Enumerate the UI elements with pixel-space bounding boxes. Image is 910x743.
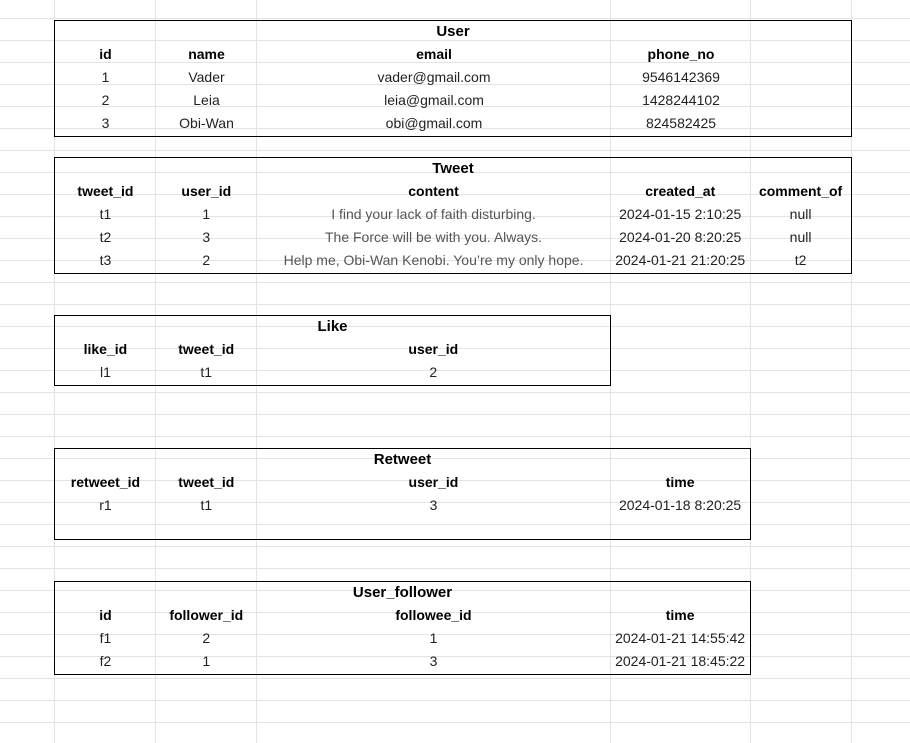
table-row: r1 t1 3 2024-01-18 8:20:25	[55, 494, 750, 517]
like-table: Like like_id tweet_id user_id l1 t1 2	[54, 315, 611, 386]
table-row: t2 3 The Force will be with you. Always.…	[55, 226, 851, 249]
cell[interactable]: 2024-01-15 2:10:25	[619, 206, 742, 222]
column-header[interactable]: tweet_id	[178, 341, 235, 357]
cell[interactable]: 2	[101, 92, 110, 108]
column-header[interactable]: id	[99, 46, 112, 62]
table-title[interactable]: Tweet	[432, 160, 474, 177]
cell[interactable]: Vader	[188, 69, 225, 85]
cell[interactable]: 9546142369	[642, 69, 720, 85]
cell[interactable]: 1	[429, 630, 438, 646]
cell[interactable]: 2024-01-21 14:55:42	[615, 630, 746, 646]
column-header[interactable]: id	[99, 607, 112, 623]
header-row: tweet_id user_id content created_at comm…	[55, 180, 851, 203]
column-header[interactable]: tweet_id	[77, 183, 134, 199]
cell[interactable]: 2024-01-20 8:20:25	[619, 229, 742, 245]
column-header[interactable]: user_id	[181, 183, 232, 199]
column-header[interactable]: followee_id	[395, 607, 472, 623]
column-header[interactable]: retweet_id	[70, 474, 141, 490]
table-title[interactable]: User_follower	[352, 584, 453, 601]
cell[interactable]: 2024-01-21 21:20:25	[615, 252, 746, 268]
column-header[interactable]: name	[188, 46, 225, 62]
table-row: t3 2 Help me, Obi-Wan Kenobi. You’re my …	[55, 249, 851, 272]
header-row: id follower_id followee_id time	[55, 604, 750, 627]
column-header[interactable]: user_id	[408, 474, 459, 490]
cell[interactable]: r1	[99, 497, 112, 513]
cell[interactable]: Leia	[193, 92, 220, 108]
header-row: like_id tweet_id user_id	[55, 338, 610, 361]
table-row: 2 Leia leia@gmail.com 1428244102	[55, 89, 851, 112]
cell[interactable]: The Force will be with you. Always.	[324, 229, 543, 245]
cell[interactable]: t3	[99, 252, 112, 268]
cell[interactable]: 1	[101, 69, 110, 85]
user-table: User id name email phone_no 1 Vader vade…	[54, 20, 852, 137]
cell[interactable]: 3	[101, 115, 110, 131]
column-header[interactable]: user_id	[408, 341, 459, 357]
column-header[interactable]: comment_of	[758, 183, 843, 199]
cell[interactable]: t1	[200, 497, 213, 513]
table-title[interactable]: Like	[317, 318, 348, 335]
column-header[interactable]: tweet_id	[178, 474, 235, 490]
cell[interactable]: Help me, Obi-Wan Kenobi. You’re my only …	[283, 252, 584, 268]
table-row: f2 1 3 2024-01-21 18:45:22	[55, 650, 750, 673]
cell[interactable]: l1	[99, 364, 111, 380]
cell[interactable]: t1	[99, 206, 112, 222]
cell[interactable]: 1	[202, 206, 211, 222]
column-header[interactable]: like_id	[83, 341, 128, 357]
table-row: 1 Vader vader@gmail.com 9546142369	[55, 66, 851, 89]
table-title[interactable]: User	[436, 23, 470, 40]
cell[interactable]: 3	[202, 229, 211, 245]
cell[interactable]: 1428244102	[642, 92, 720, 108]
cell[interactable]: f2	[99, 653, 112, 669]
cell[interactable]: t2	[99, 229, 112, 245]
retweet-table: Retweet retweet_id tweet_id user_id time…	[54, 448, 751, 540]
cell[interactable]: null	[789, 206, 812, 222]
table-row: t1 1 I find your lack of faith disturbin…	[55, 203, 851, 226]
cell[interactable]: 2	[202, 630, 211, 646]
cell[interactable]: obi@gmail.com	[385, 115, 483, 131]
cell[interactable]: 2024-01-18 8:20:25	[618, 497, 742, 513]
table-row: 3 Obi-Wan obi@gmail.com 824582425	[55, 112, 851, 135]
cell[interactable]: null	[789, 229, 812, 245]
header-row: id name email phone_no	[55, 43, 851, 66]
cell[interactable]: f1	[99, 630, 112, 646]
header-row: retweet_id tweet_id user_id time	[55, 471, 750, 494]
column-header[interactable]: follower_id	[169, 607, 244, 623]
cell[interactable]: 3	[429, 497, 438, 513]
column-header[interactable]: phone_no	[647, 46, 715, 62]
cell[interactable]: 3	[429, 653, 438, 669]
cell[interactable]: vader@gmail.com	[377, 69, 491, 85]
column-header[interactable]: content	[408, 183, 459, 199]
cell[interactable]: t2	[794, 252, 807, 268]
cell[interactable]: leia@gmail.com	[384, 92, 484, 108]
column-header[interactable]: email	[416, 46, 452, 62]
table-title[interactable]: Retweet	[373, 451, 432, 468]
table-row: f1 2 1 2024-01-21 14:55:42	[55, 627, 750, 650]
cell[interactable]: 1	[202, 653, 211, 669]
cell[interactable]: Obi-Wan	[179, 115, 234, 131]
cell[interactable]: 824582425	[645, 115, 717, 131]
column-header[interactable]: time	[665, 607, 695, 623]
column-header[interactable]: time	[665, 474, 695, 490]
cell[interactable]: 2024-01-21 18:45:22	[615, 653, 746, 669]
column-header[interactable]: created_at	[645, 183, 716, 199]
cell[interactable]: 2	[202, 252, 211, 268]
tweet-table: Tweet tweet_id user_id content created_a…	[54, 157, 852, 274]
cell[interactable]: I find your lack of faith disturbing.	[331, 206, 536, 222]
table-row: l1 t1 2	[55, 361, 610, 384]
cell[interactable]: t1	[200, 364, 213, 380]
cell[interactable]: 2	[429, 364, 438, 380]
user-follower-table: User_follower id follower_id followee_id…	[54, 581, 751, 675]
